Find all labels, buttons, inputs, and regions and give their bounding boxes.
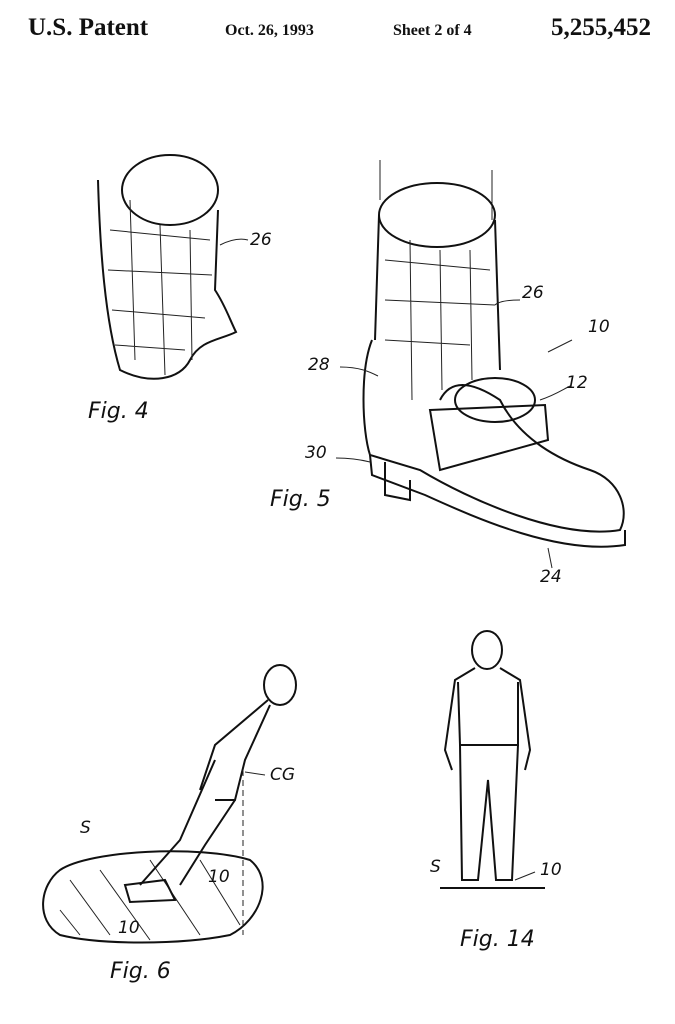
- label-10: 10: [588, 317, 610, 337]
- label-s: S: [430, 857, 441, 877]
- legs: [459, 744, 519, 881]
- label-30: 30: [305, 443, 327, 463]
- torso-arms: [443, 667, 532, 771]
- patent-date: Oct. 26, 1993: [225, 22, 314, 39]
- sleeve-texture: [107, 199, 213, 376]
- surface-texture: [59, 859, 241, 941]
- fig-5-caption: Fig. 5: [270, 487, 331, 512]
- penny-strap: [428, 403, 550, 472]
- sleeve-texture: [384, 239, 496, 401]
- shoe: [123, 878, 177, 904]
- head: [471, 630, 503, 670]
- shoe-heel: [384, 462, 411, 502]
- sleeve-opening: [121, 154, 219, 226]
- figure-5: 26 10 28 12 30 24 Fig. 5: [270, 160, 626, 587]
- label-10: 10: [540, 860, 562, 880]
- sleeve-body: [97, 179, 238, 380]
- label-26: 26: [250, 230, 272, 250]
- sleeve-sides: [374, 214, 501, 371]
- fig-6-caption: Fig. 6: [110, 959, 171, 984]
- label-10: 10: [208, 867, 230, 887]
- label-cg: CG: [270, 765, 295, 785]
- label-28: 28: [308, 355, 330, 375]
- label-10-lower: 10: [118, 918, 140, 938]
- head: [263, 664, 297, 706]
- label-12: 12: [566, 373, 588, 393]
- shoe-upper: [362, 339, 625, 533]
- figure-6: CG S 10 10 Fig. 6: [42, 664, 297, 984]
- patent-number: 5,255,452: [551, 14, 651, 41]
- figure-14: S 10 Fig. 14: [430, 630, 562, 952]
- body-lines: [139, 699, 271, 886]
- patent-title: U.S. Patent: [28, 14, 149, 41]
- label-24: 24: [540, 567, 562, 587]
- surface-s: [42, 850, 264, 944]
- sheet-number: Sheet 2 of 4: [393, 22, 472, 39]
- figure-4: 26 Fig. 4: [88, 154, 272, 424]
- fig-4-caption: Fig. 4: [88, 399, 149, 424]
- label-s: S: [80, 818, 91, 838]
- sleeve-opening: [378, 182, 496, 248]
- shoe-sole: [369, 454, 626, 548]
- fig-14-caption: Fig. 14: [460, 927, 535, 952]
- label-26: 26: [522, 283, 544, 303]
